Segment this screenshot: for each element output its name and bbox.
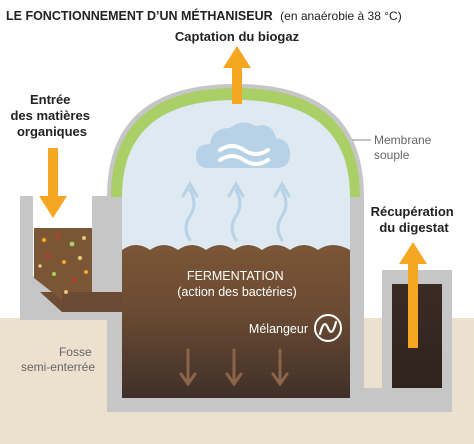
biogas-output-arrow [223, 46, 251, 104]
pit-label: Fosse semi-enterrée [21, 345, 95, 374]
biogas-capture-label: Captation du biogaz [175, 29, 300, 44]
mixer-icon [314, 314, 342, 342]
cloud-wave-icon [218, 154, 270, 166]
input-arrow [39, 148, 67, 218]
inlet-hopper-divider [92, 196, 107, 300]
membrane-label: Membrane souple [374, 133, 435, 162]
recovery-label: Récupération du digestat [371, 204, 458, 235]
digestate-output-arrow [399, 242, 427, 348]
sinking-arrows [179, 348, 289, 387]
biogas-cloud [196, 122, 290, 168]
mixer-label: Mélangeur [249, 322, 308, 336]
inlet-organic-matter [34, 228, 92, 300]
inlet-hopper-wall [20, 196, 72, 318]
cloud-wave-icon [218, 144, 270, 156]
organic-matter-particles [38, 234, 88, 294]
inlet-connection [62, 292, 122, 312]
diagram-title: LE FONCTIONNEMENT D’UN MÉTHANISEUR (en a… [6, 8, 402, 23]
input-label: Entrée des matières organiques [10, 92, 93, 139]
digestate-main [40, 245, 350, 398]
fermentation-label: FERMENTATION (action des bactéries) [177, 269, 297, 299]
rising-gas-arrows [181, 181, 291, 242]
gas-space [122, 100, 350, 250]
